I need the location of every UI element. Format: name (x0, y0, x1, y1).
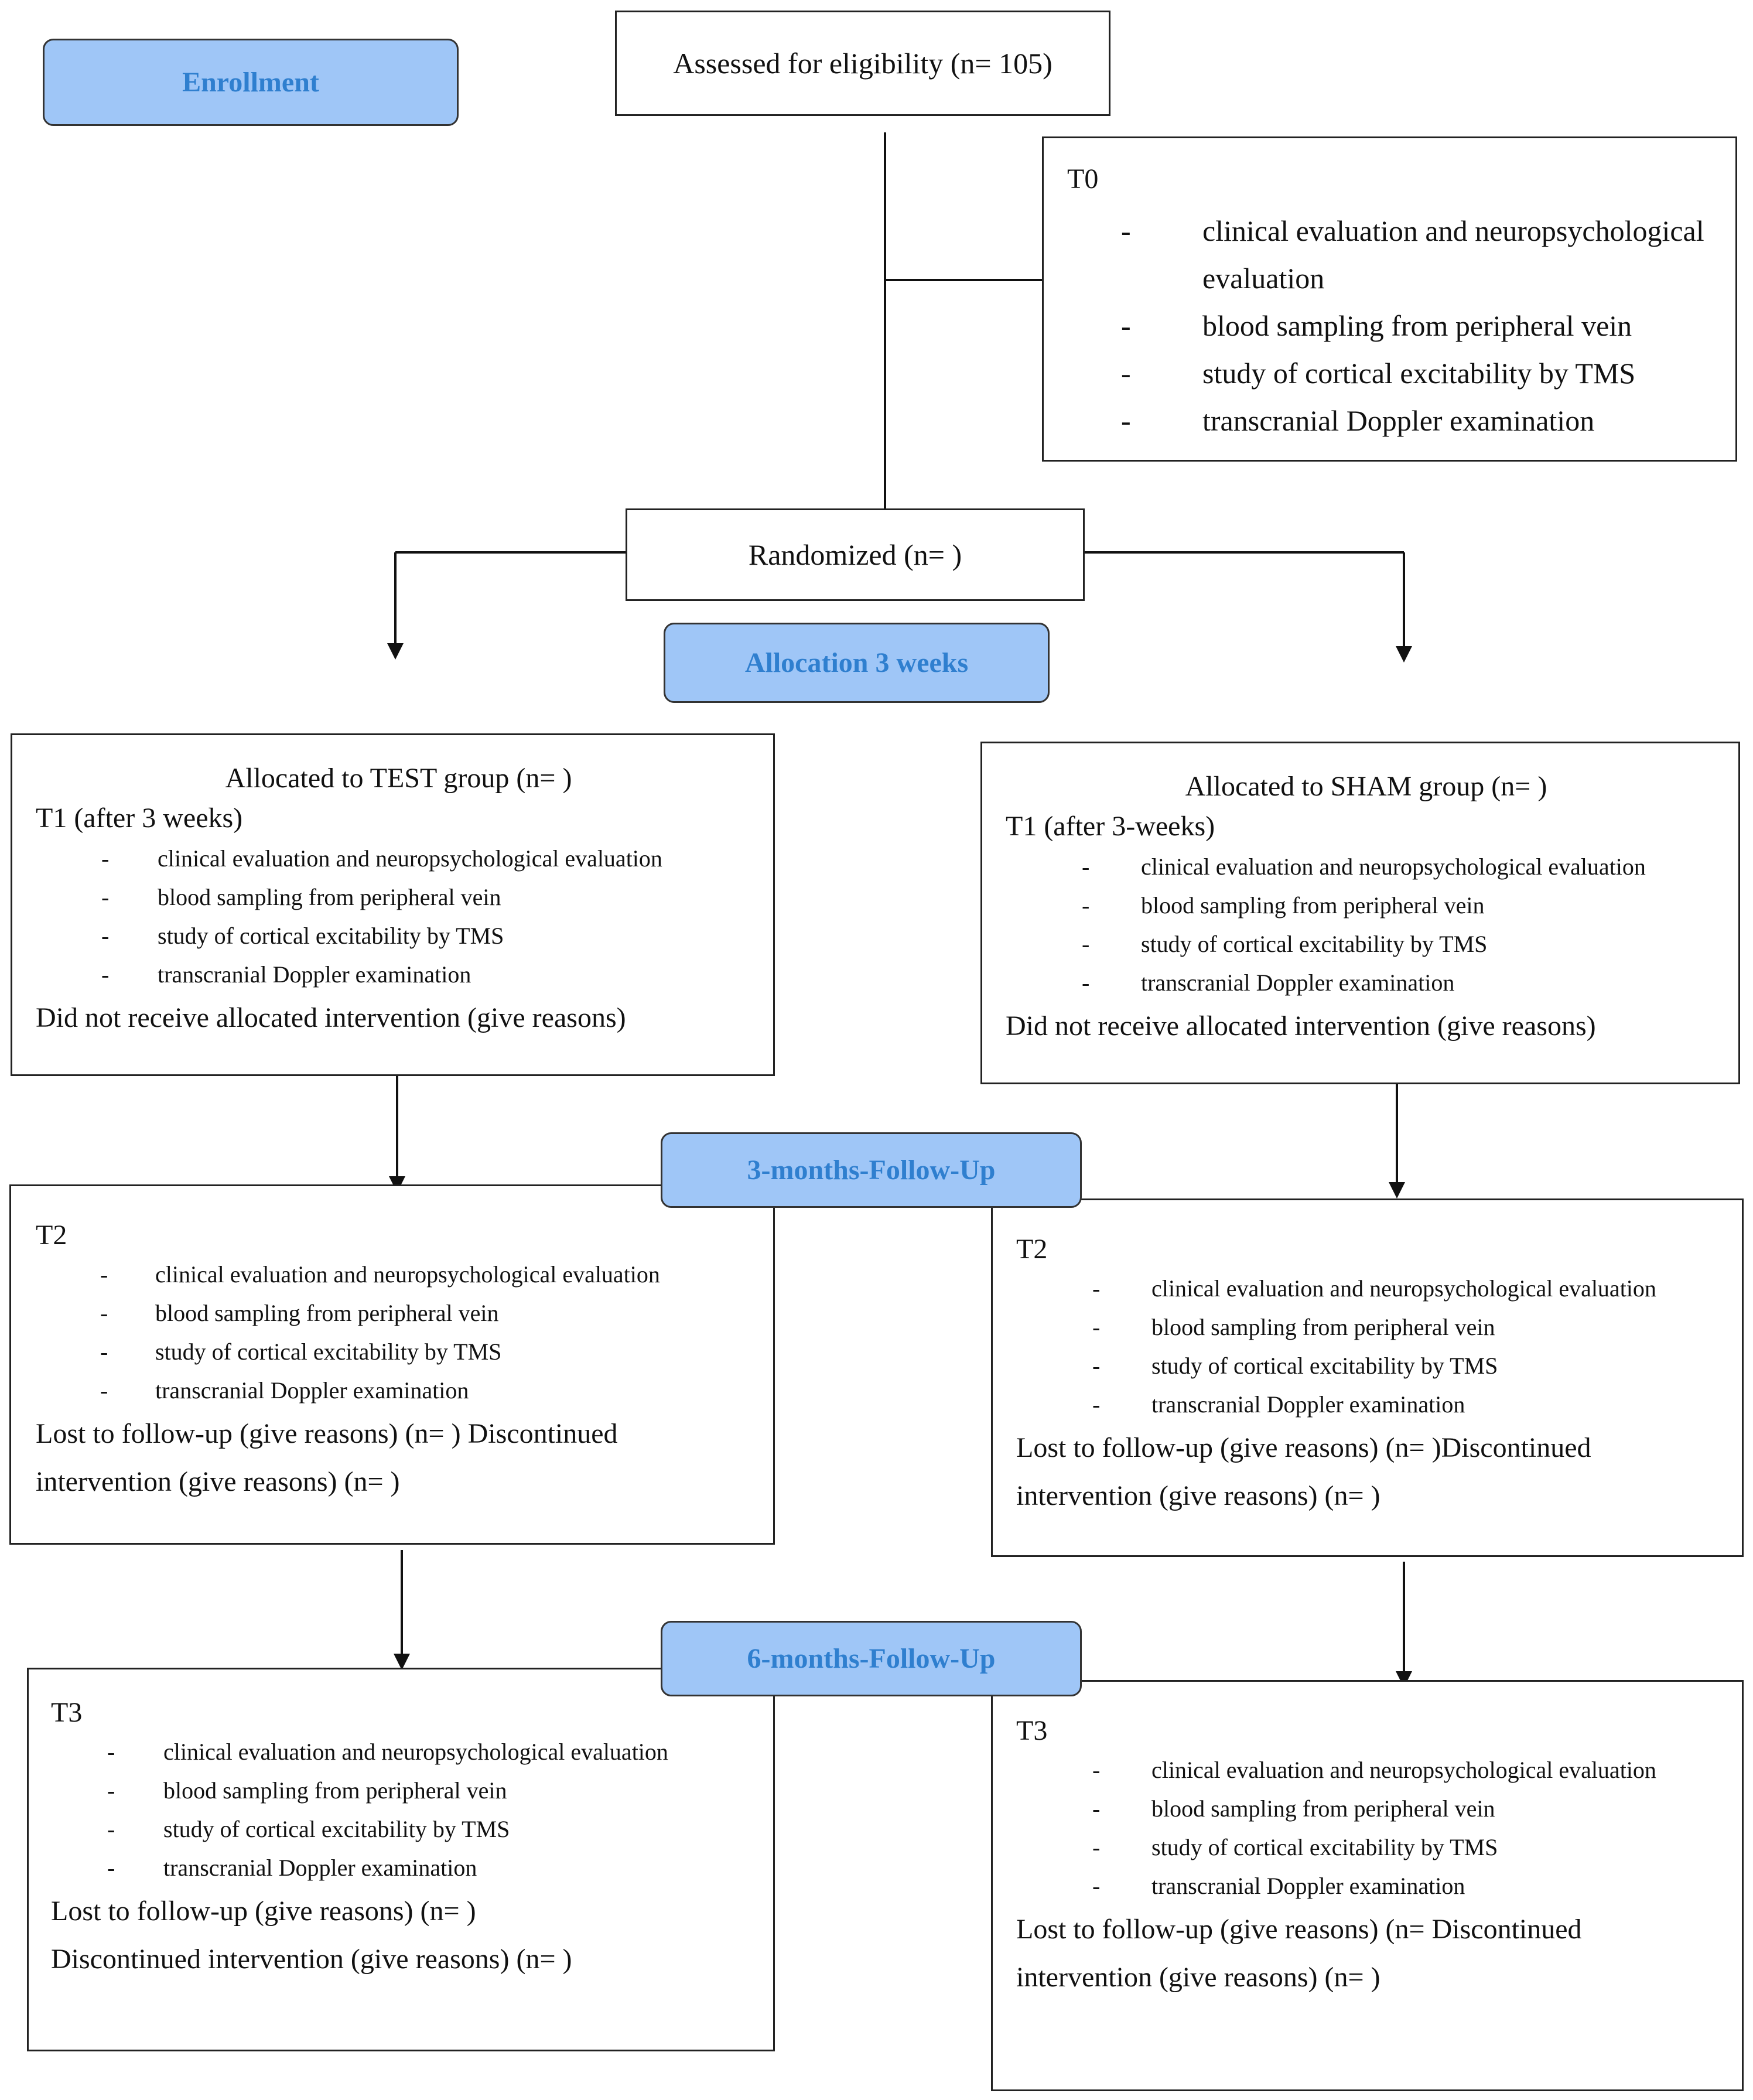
stage-enrollment: Enrollment (43, 39, 459, 126)
test-t3-box: T3 -clinical evaluation and neuropsychol… (27, 1668, 775, 2051)
test-t3-note-discontinued: Discontinued intervention (give reasons)… (51, 1944, 572, 1975)
sham-t1-item: -transcranial Doppler examination (1082, 969, 1455, 996)
test-t3-list: -clinical evaluation and neuropsychologi… (51, 1733, 761, 1887)
sham-t3-item: -blood sampling from peripheral vein (1092, 1795, 1495, 1822)
test-t2-item: -study of cortical excitability by TMS (100, 1338, 502, 1365)
test-t1-item: -clinical evaluation and neuropsychologi… (101, 845, 662, 872)
test-t3-item: -blood sampling from peripheral vein (107, 1777, 507, 1804)
t0-list: -clinical evaluation and neuropsychologi… (1067, 207, 1735, 445)
sham-t3-item: -clinical evaluation and neuropsychologi… (1092, 1757, 1656, 1783)
sham-t1-note: Did not receive allocated intervention (… (1006, 1010, 1596, 1042)
sham-t2-note: Lost to follow-up (give reasons) (n= )Di… (1016, 1432, 1591, 1511)
sham-t3-note: Lost to follow-up (give reasons) (n= Dis… (1016, 1914, 1582, 1993)
t0-item: -clinical evaluation and neuropsychologi… (1121, 214, 1704, 295)
sham-t1-title: Allocated to SHAM group (n= ) (1185, 771, 1547, 802)
arrowhead-test (387, 643, 404, 660)
test-t1-item: -blood sampling from peripheral vein (101, 884, 501, 910)
sham-t1-item: -blood sampling from peripheral vein (1082, 892, 1485, 918)
sham-t2-item: -study of cortical excitability by TMS (1092, 1353, 1498, 1379)
test-t1-list: -clinical evaluation and neuropsychologi… (36, 839, 761, 994)
stage-6-months-followup: 6-months-Follow-Up (661, 1621, 1082, 1696)
t0-label: T0 (1067, 163, 1099, 194)
sham-t2-item: -transcranial Doppler examination (1092, 1391, 1465, 1418)
test-t2-item: -blood sampling from peripheral vein (100, 1300, 499, 1326)
test-t1-title: Allocated to TEST group (n= ) (225, 763, 572, 794)
sham-t1-item: -study of cortical excitability by TMS (1082, 931, 1488, 957)
test-t1-label: T1 (after 3 weeks) (36, 803, 243, 834)
test-t1-note: Did not receive allocated intervention (… (36, 1002, 626, 1033)
arrowhead-sham-t2 (1389, 1182, 1405, 1198)
t0-item: -blood sampling from peripheral vein (1121, 309, 1632, 342)
test-t1-item: -transcranial Doppler examination (101, 961, 471, 988)
test-t1-item: -study of cortical excitability by TMS (101, 923, 504, 949)
sham-t3-label: T3 (1016, 1715, 1048, 1746)
arrowhead-sham (1396, 646, 1412, 663)
t0-box: T0 -clinical evaluation and neuropsychol… (1042, 136, 1737, 462)
arrowhead-sham-t3 (1396, 1671, 1412, 1688)
test-t3-item: -study of cortical excitability by TMS (107, 1816, 510, 1842)
sham-t2-list: -clinical evaluation and neuropsychologi… (1016, 1269, 1730, 1424)
sham-t3-item: -study of cortical excitability by TMS (1092, 1834, 1498, 1860)
test-t2-item: -transcranial Doppler examination (100, 1377, 469, 1404)
arrowhead-test-t3 (394, 1654, 410, 1670)
assessed-box: Assessed for eligibility (n= 105) (615, 11, 1110, 116)
test-t2-item: -clinical evaluation and neuropsychologi… (100, 1261, 660, 1288)
stage-allocation: Allocation 3 weeks (664, 623, 1050, 703)
t0-item: -study of cortical excitability by TMS (1121, 357, 1636, 390)
test-t3-label: T3 (51, 1697, 83, 1728)
sham-t1-label: T1 (after 3-weeks) (1006, 811, 1215, 842)
test-t3-note-lost: Lost to follow-up (give reasons) (n= ) (51, 1896, 476, 1927)
sham-t3-item: -transcranial Doppler examination (1092, 1873, 1465, 1899)
test-t2-list: -clinical evaluation and neuropsychologi… (36, 1255, 761, 1410)
sham-t2-item: -blood sampling from peripheral vein (1092, 1314, 1495, 1340)
test-t2-label: T2 (36, 1220, 67, 1251)
sham-t3-list: -clinical evaluation and neuropsychologi… (1016, 1751, 1730, 1906)
sham-t1-list: -clinical evaluation and neuropsychologi… (1006, 848, 1727, 1002)
sham-t2-label: T2 (1016, 1234, 1048, 1265)
test-t3-item: -transcranial Doppler examination (107, 1855, 477, 1881)
sham-t3-box: T3 -clinical evaluation and neuropsychol… (991, 1680, 1744, 2091)
sham-t1-box: Allocated to SHAM group (n= ) T1 (after … (980, 742, 1740, 1084)
t0-item: -transcranial Doppler examination (1121, 404, 1595, 437)
test-t2-note: Lost to follow-up (give reasons) (n= ) D… (36, 1418, 618, 1497)
test-t3-item: -clinical evaluation and neuropsychologi… (107, 1739, 668, 1765)
randomized-box: Randomized (n= ) (626, 508, 1085, 601)
test-t2-box: T2 -clinical evaluation and neuropsychol… (9, 1184, 775, 1545)
stage-3-months-followup: 3-months-Follow-Up (661, 1132, 1082, 1208)
sham-t1-item: -clinical evaluation and neuropsychologi… (1082, 853, 1646, 880)
sham-t2-box: T2 -clinical evaluation and neuropsychol… (991, 1198, 1744, 1557)
sham-t2-item: -clinical evaluation and neuropsychologi… (1092, 1275, 1656, 1302)
test-t1-box: Allocated to TEST group (n= ) T1 (after … (11, 733, 775, 1076)
